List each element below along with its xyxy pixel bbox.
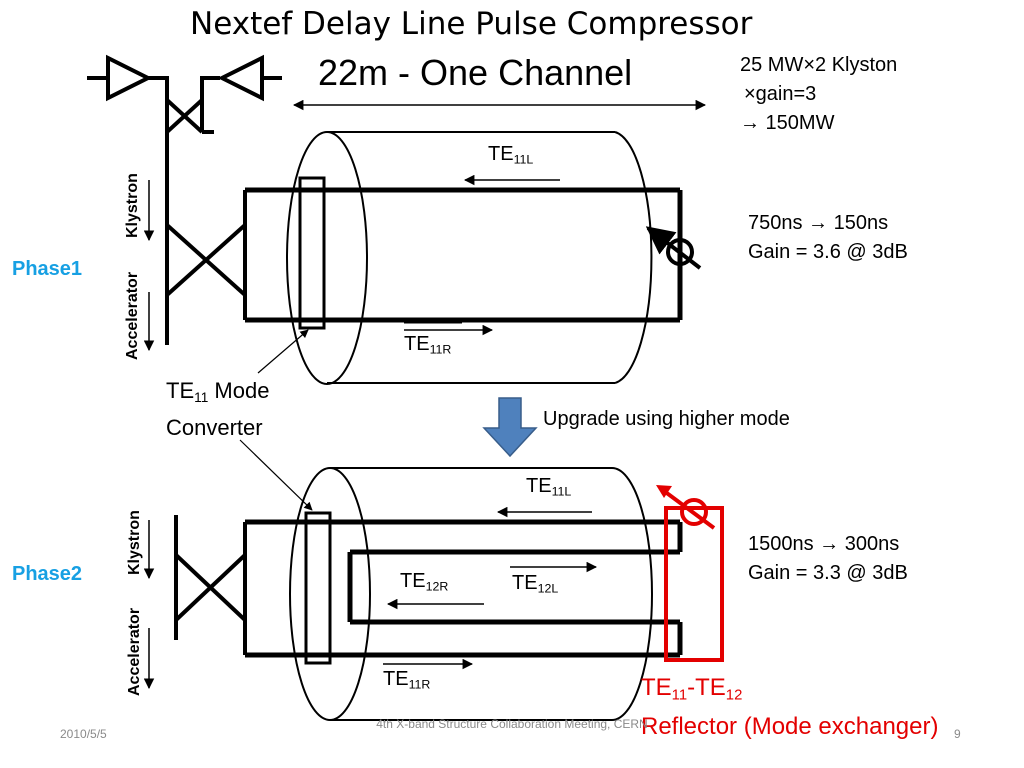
phase1-label: Phase1 (12, 258, 83, 280)
footer-page-number: 9 (954, 727, 961, 741)
phase1-te11l-label: TE11L (488, 143, 534, 167)
phase2-klystron-label: Klystron (126, 510, 143, 575)
phase2-result-time: 1500ns → 300ns (748, 533, 900, 555)
phase1-phase-shifter (645, 226, 702, 270)
converter-pointers (239, 329, 313, 511)
mode-converter-label: TE11 Mode Converter (166, 378, 270, 441)
phase1-mode-arrows (404, 174, 560, 336)
phase2-te12r-label: TE12R (400, 570, 449, 594)
info-line-2: ×gain=3 (744, 83, 817, 105)
phase1-hybrid (165, 190, 247, 320)
klystron-symbols (87, 54, 282, 345)
phase1-cylinder (286, 131, 653, 385)
phase1-te11r-label: TE11R (404, 333, 452, 357)
phase2-hybrid (174, 515, 247, 655)
phase2-te12l-label: TE12L (512, 572, 559, 596)
info-line-1: 25 MW×2 Klyston (740, 54, 898, 76)
phase2-results: 1500ns → 300ns Gain = 3.3 @ 3dB (748, 530, 908, 588)
phase1-result-gain: Gain = 3.6 @ 3dB (748, 241, 908, 263)
phase2-label: Phase2 (12, 563, 83, 585)
phase2-waveguide (245, 511, 683, 665)
phase1-waveguide (245, 176, 683, 330)
phase1-klystron-label: Klystron (124, 173, 141, 238)
phase1-result-time: 750ns → 150ns (748, 212, 889, 234)
phase2-accelerator-label: Accelerator (126, 607, 143, 696)
phase1-accelerator-label: Accelerator (124, 271, 141, 360)
footer-meeting: 4th X-band Structure Collaboration Meeti… (376, 717, 648, 731)
phase1-results: 750ns → 150ns Gain = 3.6 @ 3dB (748, 209, 908, 267)
phase2-result-gain: Gain = 3.3 @ 3dB (748, 562, 908, 584)
page-title: Nextef Delay Line Pulse Compressor (190, 6, 753, 42)
reflector-label: TE11-TE12 Reflector (Mode exchanger) (641, 674, 939, 741)
footer-date: 2010/5/5 (60, 727, 107, 741)
phase2-mode-arrows (383, 506, 598, 670)
reflector-mode-exchanger (656, 485, 724, 662)
info-line-3: → 150MW (740, 112, 835, 134)
upgrade-arrow (482, 397, 538, 458)
info-block: 25 MW×2 Klyston ×gain=3 → 150MW (740, 51, 897, 138)
page-subtitle: 22m - One Channel (318, 52, 633, 93)
phase2-te11r-label: TE11R (383, 668, 431, 692)
phase2-cylinder (289, 467, 653, 721)
upgrade-label: Upgrade using higher mode (543, 408, 790, 430)
phase2-te11l-label: TE11L (526, 475, 572, 499)
